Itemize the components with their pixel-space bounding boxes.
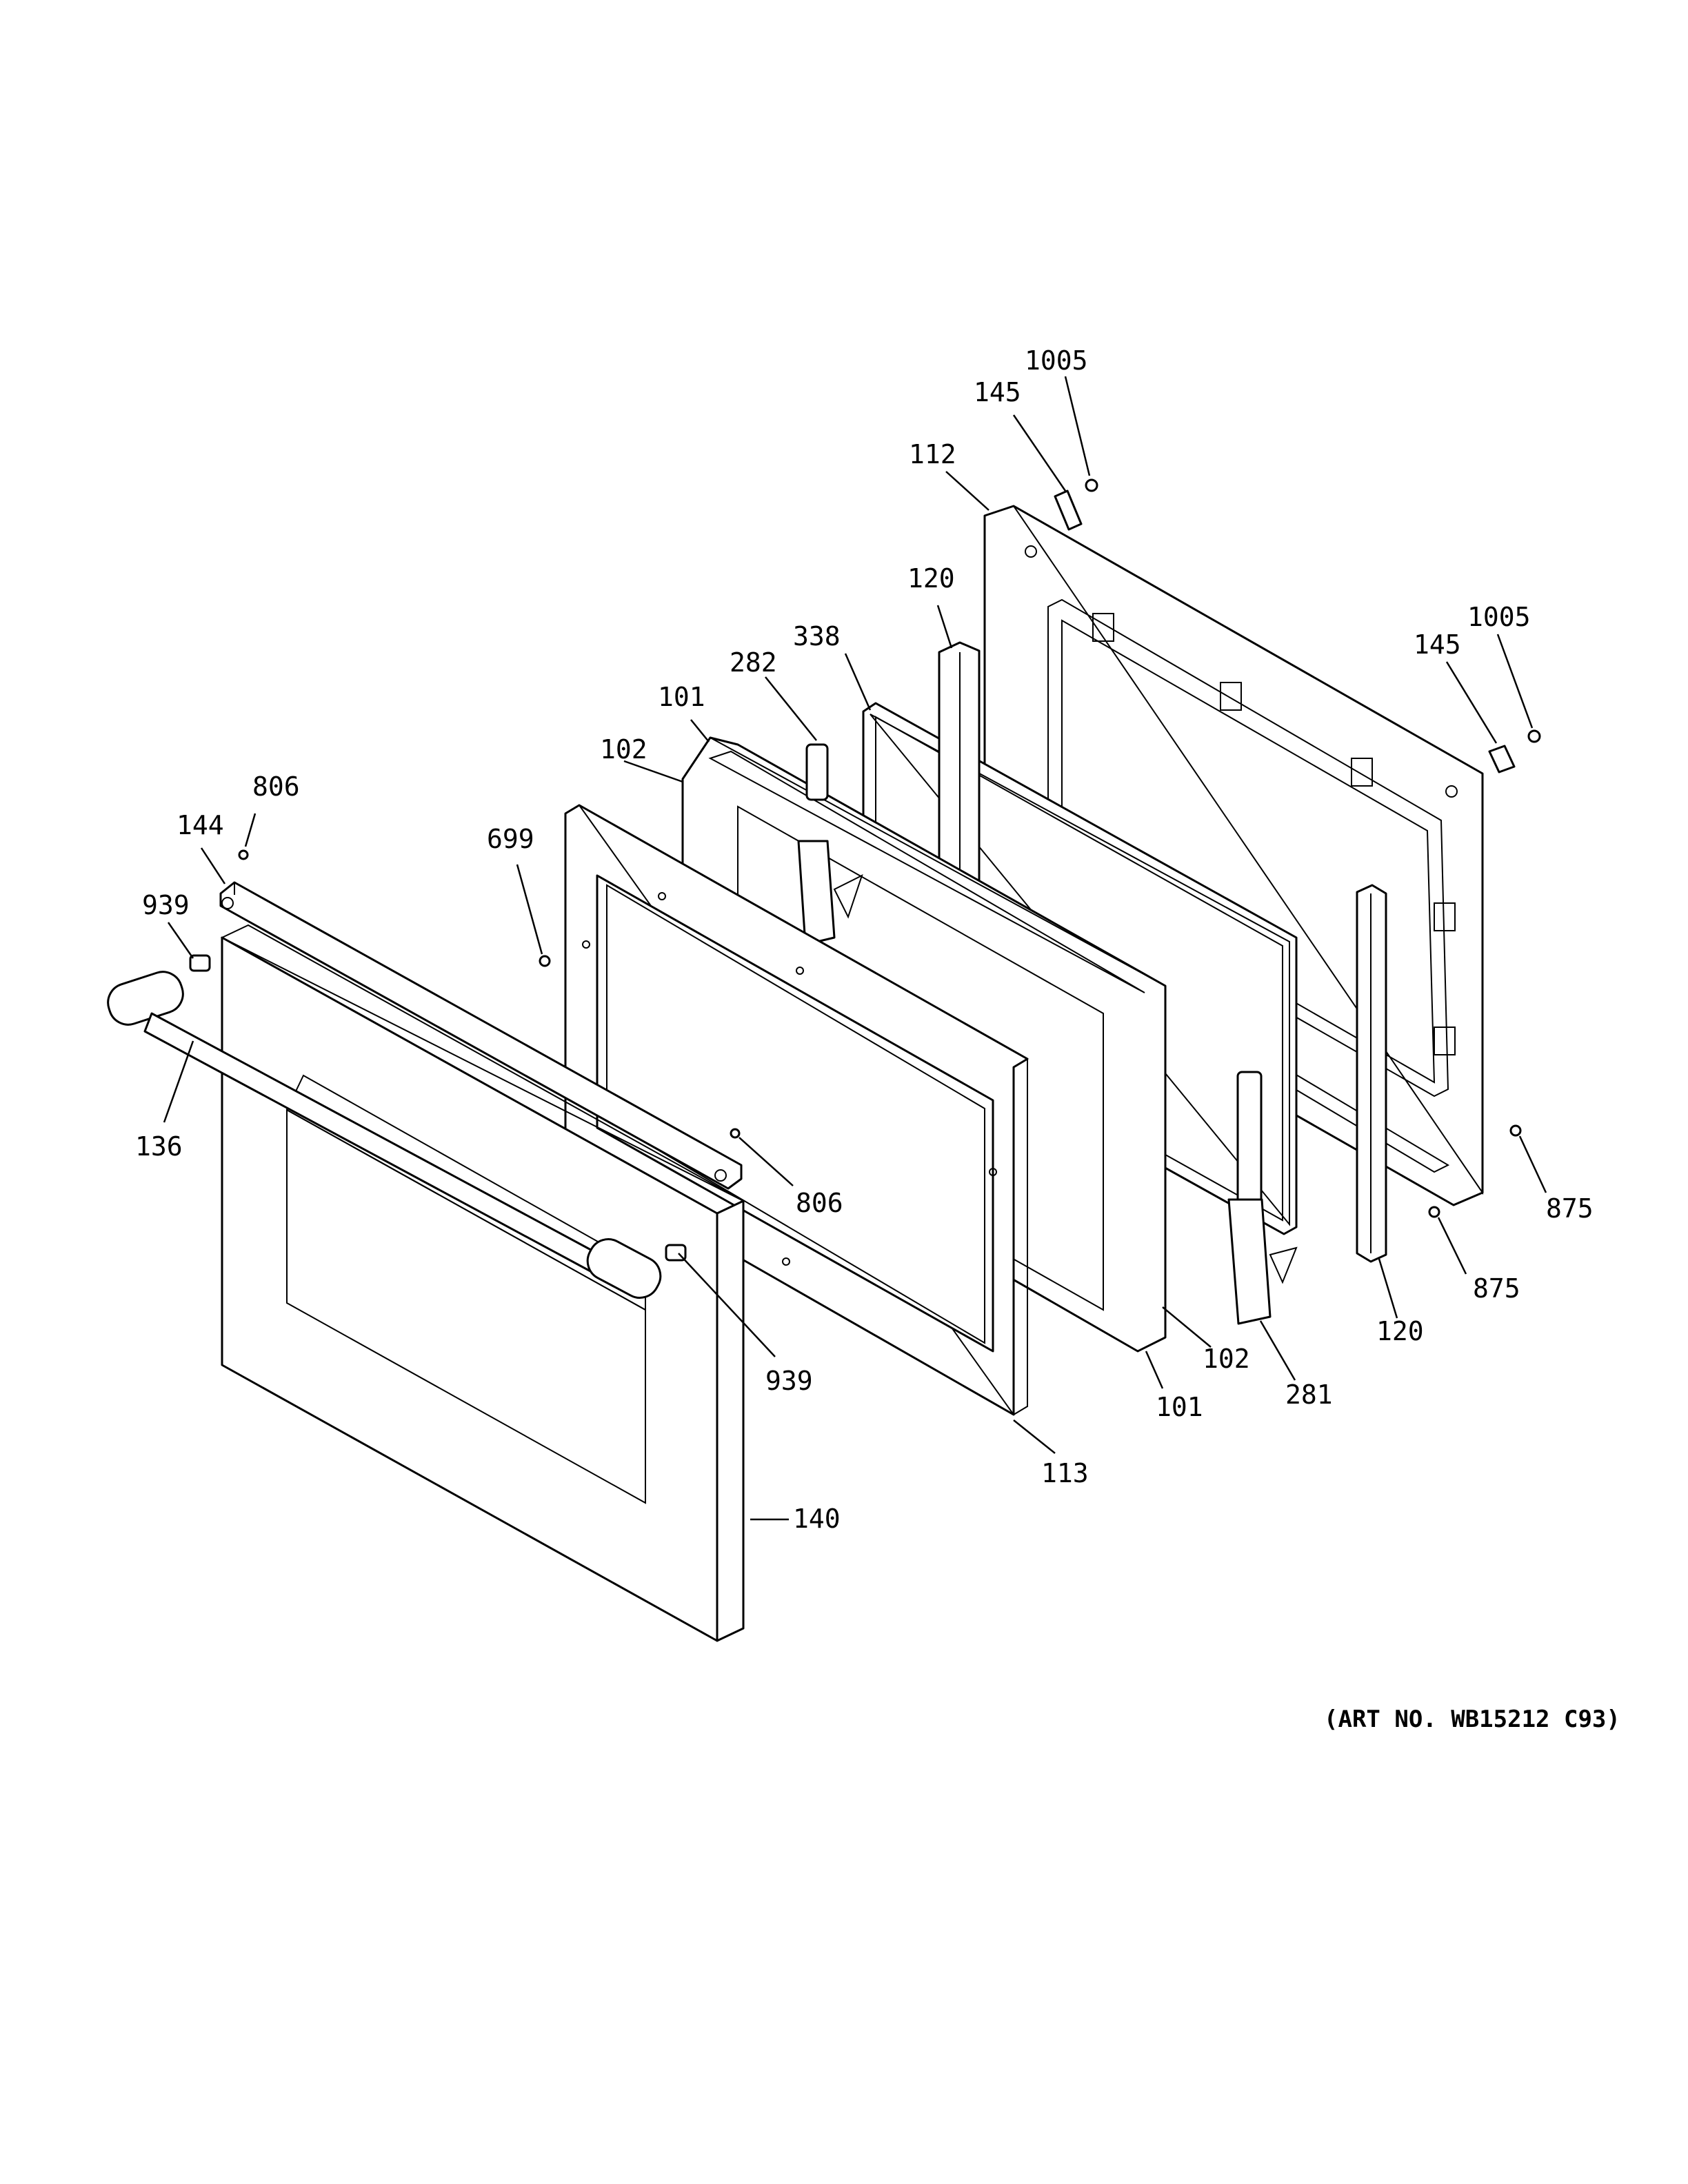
screw-875-left xyxy=(1428,1206,1440,1218)
callout-1005-lower: 1005 xyxy=(1467,602,1531,632)
callout-112: 112 xyxy=(909,439,956,469)
part-113-inner-door-frame xyxy=(564,804,1029,1416)
callout-136: 136 xyxy=(135,1131,183,1162)
callout-145-upper: 145 xyxy=(974,377,1021,407)
callout-102-upper: 102 xyxy=(600,734,647,765)
callout-281: 281 xyxy=(1285,1379,1333,1410)
callout-875-right: 875 xyxy=(1546,1193,1594,1224)
part-144-top-trim xyxy=(219,881,743,1190)
callout-140: 140 xyxy=(793,1504,841,1534)
callout-699: 699 xyxy=(487,824,534,854)
callout-120-lower: 120 xyxy=(1376,1316,1424,1346)
callout-101-upper: 101 xyxy=(658,682,705,712)
callout-145-lower: 145 xyxy=(1414,629,1461,660)
clip-145-upper xyxy=(1054,489,1083,531)
callout-939-left: 939 xyxy=(142,890,190,920)
screw-699 xyxy=(539,955,551,967)
part-120-lower-side-channel xyxy=(1356,884,1387,1263)
part-281-hinge-lower xyxy=(1227,1071,1298,1325)
callout-labels: 1005 145 112 120 1005 145 338 282 101 10… xyxy=(135,345,1594,1534)
screw-875-right xyxy=(1509,1124,1522,1137)
callout-120-upper: 120 xyxy=(907,563,955,594)
callout-875-left: 875 xyxy=(1473,1273,1520,1304)
clip-145-lower xyxy=(1488,745,1516,774)
leader-lines xyxy=(163,376,1547,1521)
callout-144: 144 xyxy=(177,810,224,840)
callout-101-lower: 101 xyxy=(1156,1392,1203,1422)
callout-1005-upper: 1005 xyxy=(1025,345,1088,376)
screw-1005-lower xyxy=(1527,729,1541,743)
callout-939-right: 939 xyxy=(765,1366,813,1396)
callout-113: 113 xyxy=(1041,1458,1089,1488)
screw-806-upper xyxy=(238,849,249,860)
art-number-caption: (ART NO. WB15212 C93) xyxy=(1324,1706,1620,1733)
callout-102-lower: 102 xyxy=(1203,1344,1250,1374)
part-282-hinge-upper xyxy=(797,743,863,946)
screw-806-lower xyxy=(730,1128,741,1139)
callout-806-upper: 806 xyxy=(252,771,300,802)
callout-338: 338 xyxy=(793,621,841,651)
callout-282: 282 xyxy=(730,647,777,678)
stud-939-left xyxy=(189,954,211,972)
part-136-door-handle xyxy=(107,971,662,1299)
callout-806-lower: 806 xyxy=(796,1188,843,1218)
screw-1005-upper xyxy=(1085,478,1098,492)
